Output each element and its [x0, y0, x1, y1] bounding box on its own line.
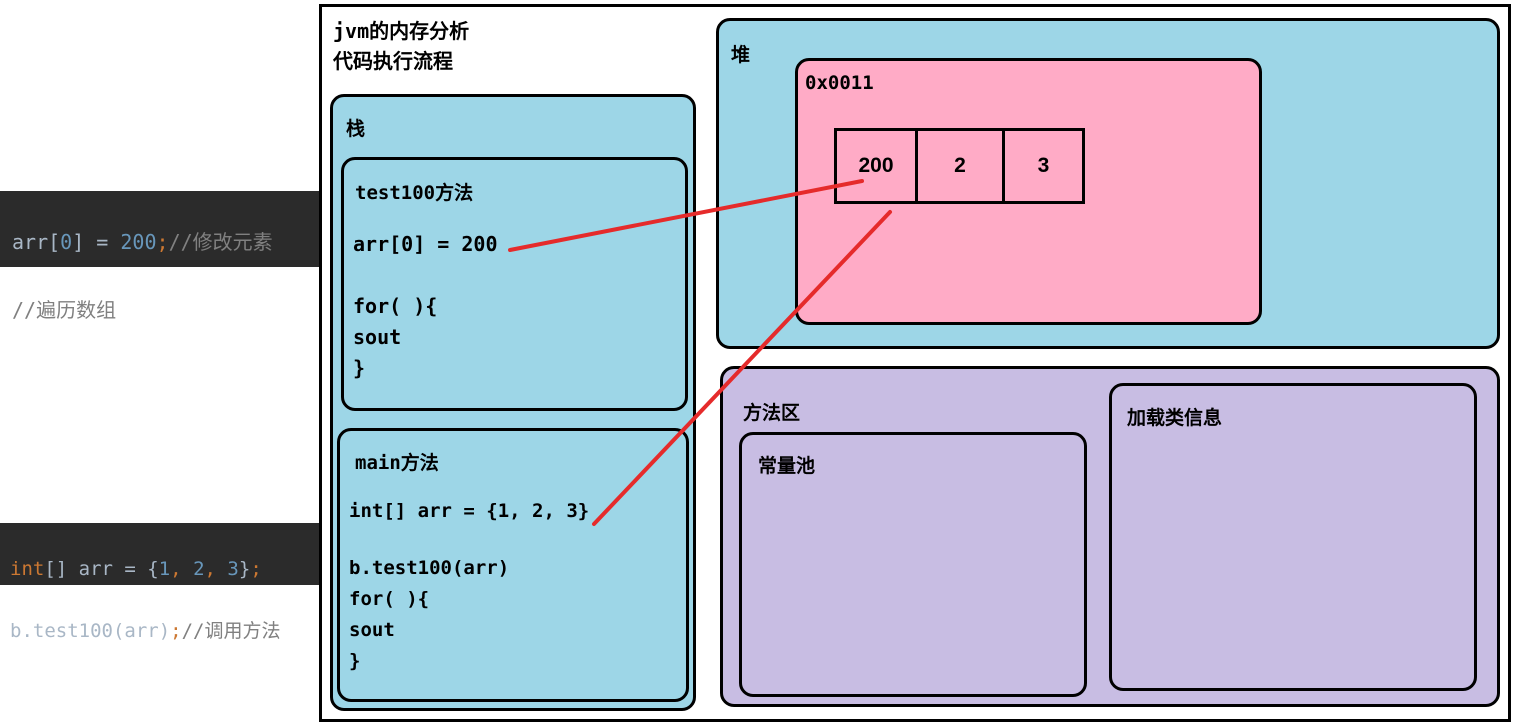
code-snippet-top: arr[0] = 200;//修改元素 //遍历数组 — [0, 191, 331, 322]
snippet-token: ; — [170, 620, 182, 642]
main-code: int[] arr = {1, 2, 3} b.test100(arr) for( … — [349, 496, 589, 677]
snippet-token: 2 — [193, 558, 205, 580]
snippet-keyword: int — [10, 558, 45, 580]
code-line: sout — [349, 619, 395, 641]
class-info-label: 加载类信息 — [1127, 407, 1223, 429]
code-line: int[] arr = {1, 2, 3} — [349, 500, 590, 522]
array-object — [795, 58, 1262, 325]
snippet-top-line2: //遍历数组 — [12, 293, 331, 327]
snippet-top-line1: arr[0] = 200;//修改元素 — [12, 225, 331, 259]
snippet-comment: //遍历数组 — [12, 298, 117, 322]
snippet-token: ] = — [72, 230, 121, 254]
snippet-token: 3 — [227, 558, 239, 580]
snippet-token: 1 — [158, 558, 171, 580]
object-address: 0x0011 — [805, 72, 874, 94]
snippet-token: 0 — [60, 230, 73, 254]
title-line: jvm的内存分析 — [333, 19, 470, 43]
snippet-token: , — [170, 558, 194, 580]
array-cell-2: 3 — [1002, 128, 1085, 204]
code-line: } — [349, 650, 361, 672]
test100-frame — [341, 157, 688, 411]
snippet-token: ; — [156, 230, 169, 254]
constant-pool-box — [739, 432, 1087, 697]
snippet-bottom-line1: int[] arr = {1, 2, 3}; — [10, 554, 328, 585]
constant-pool-label: 常量池 — [758, 455, 816, 477]
snippet-bottom-line2: b.test100(arr);//调用方法 — [10, 616, 328, 647]
snippet-token: } — [238, 558, 251, 580]
snippet-token: b.test100(arr) — [10, 620, 171, 642]
pointer-line-main — [592, 210, 892, 526]
snippet-token: ; — [250, 558, 262, 580]
diagram-title: jvm的内存分析代码执行流程 — [333, 16, 469, 76]
snippet-token: 200 — [120, 230, 157, 254]
class-info-box — [1109, 383, 1477, 691]
snippet-token: , — [204, 558, 228, 580]
subtitle-line: 代码执行流程 — [333, 49, 453, 73]
code-line: } — [353, 356, 366, 380]
heap-label: 堆 — [731, 44, 751, 66]
snippet-token: arr[ — [12, 230, 61, 254]
stack-label: 栈 — [346, 118, 366, 140]
code-line: for( ){ — [349, 588, 430, 610]
snippet-comment: //调用方法 — [181, 620, 281, 642]
snippet-token: [] arr = { — [44, 558, 159, 580]
code-line: b.test100(arr) — [349, 557, 510, 579]
code-line: sout — [353, 325, 402, 349]
test100-code: arr[0] = 200 for( ){ sout} — [353, 229, 498, 384]
method-area-label: 方法区 — [743, 402, 801, 424]
pointer-line-test100 — [508, 179, 864, 252]
code-snippet-bottom: int[] arr = {1, 2, 3}; b.test100(arr);//… — [0, 523, 328, 642]
snippet-comment: //修改元素 — [168, 230, 273, 254]
main-frame — [337, 428, 689, 702]
test100-label: test100方法 — [355, 182, 474, 204]
code-line: arr[0] = 200 — [353, 232, 498, 256]
code-line: for( ){ — [353, 294, 438, 318]
main-label: main方法 — [355, 452, 439, 474]
